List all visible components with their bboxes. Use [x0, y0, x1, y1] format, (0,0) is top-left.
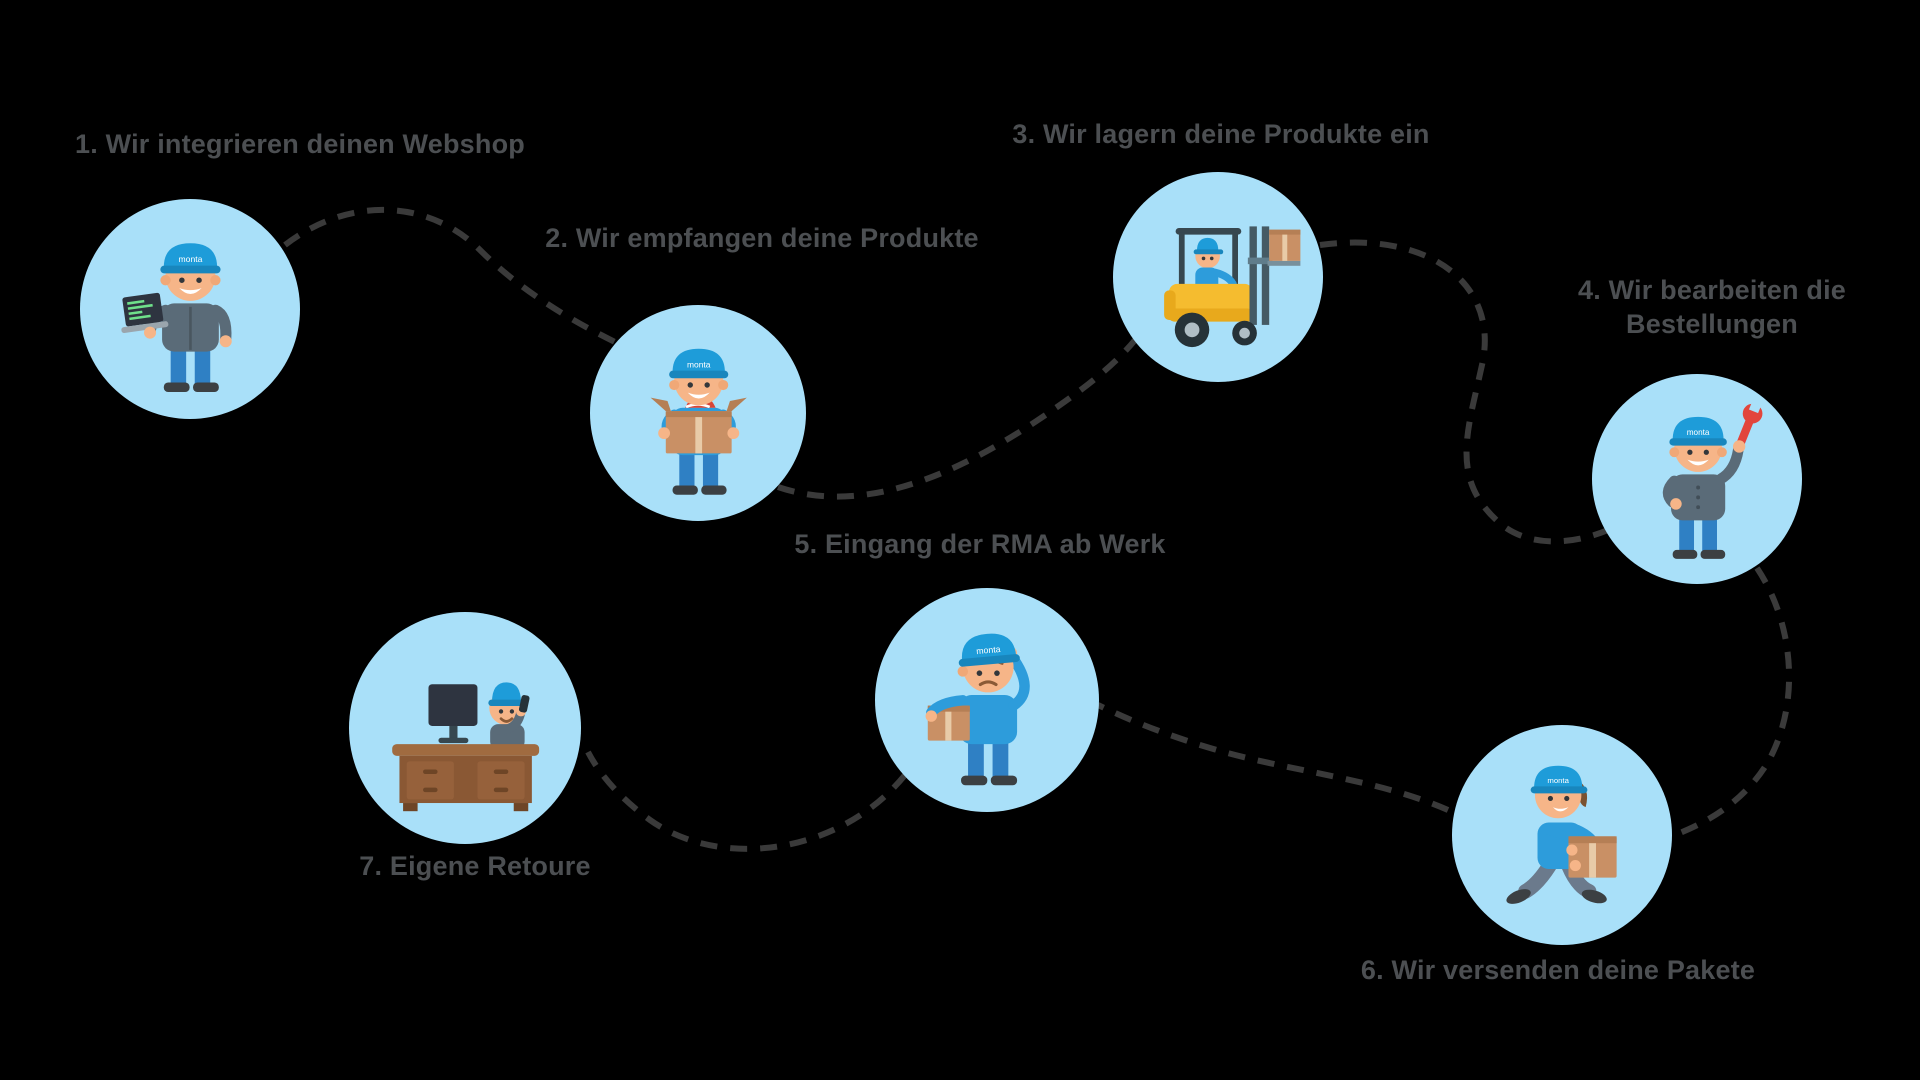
- forklift-icon: [1163, 226, 1301, 347]
- step-3-label: 3. Wir lagern deine Produkte ein: [1012, 119, 1430, 149]
- step-1-label: 1. Wir integrieren deinen Webshop: [75, 129, 525, 159]
- cap-brand-text: monta: [1548, 776, 1570, 785]
- step-7-circle: [349, 612, 581, 844]
- cap-brand-text: monta: [976, 644, 1001, 656]
- step-5-circle: monta: [875, 588, 1099, 812]
- connector-step3-step4: [1319, 239, 1610, 545]
- step-6-circle: monta: [1452, 725, 1672, 945]
- step-4-circle: monta: [1592, 374, 1802, 584]
- step-2-circle: monta: [590, 305, 806, 521]
- walking-courier-box-icon: monta: [1506, 766, 1618, 905]
- connector-step4-step6: [1670, 566, 1793, 839]
- open-box-product-worker-icon: monta: [650, 348, 747, 495]
- laptop-worker-icon: monta: [121, 243, 233, 393]
- connector-step6-step5: [1096, 702, 1450, 813]
- step-5-label: 5. Eingang der RMA ab Werk: [794, 529, 1166, 559]
- cap-brand-text: monta: [687, 359, 711, 369]
- connector-step5-step7: [585, 750, 908, 852]
- connector-step1-step2: [283, 207, 617, 345]
- connector-step2-step3: [777, 338, 1138, 500]
- cap-brand-text: monta: [1686, 428, 1709, 437]
- cap-brand-text: monta: [179, 255, 203, 265]
- confused-worker-box-icon: monta: [925, 633, 1030, 785]
- step-1-circle: monta: [80, 199, 300, 419]
- step-6-label: 6. Wir versenden deine Pakete: [1360, 955, 1756, 985]
- wrench-worker-icon: monta: [1662, 398, 1763, 559]
- support-desk-phone-icon: [392, 682, 540, 812]
- step-3-circle: [1113, 172, 1323, 382]
- step-2-label: 2. Wir empfangen deine Produkte: [545, 223, 979, 253]
- step-4-label: 4. Wir bearbeiten die Bestellungen: [1577, 275, 1847, 339]
- step-7-label: 7. Eigene Retoure: [359, 851, 591, 881]
